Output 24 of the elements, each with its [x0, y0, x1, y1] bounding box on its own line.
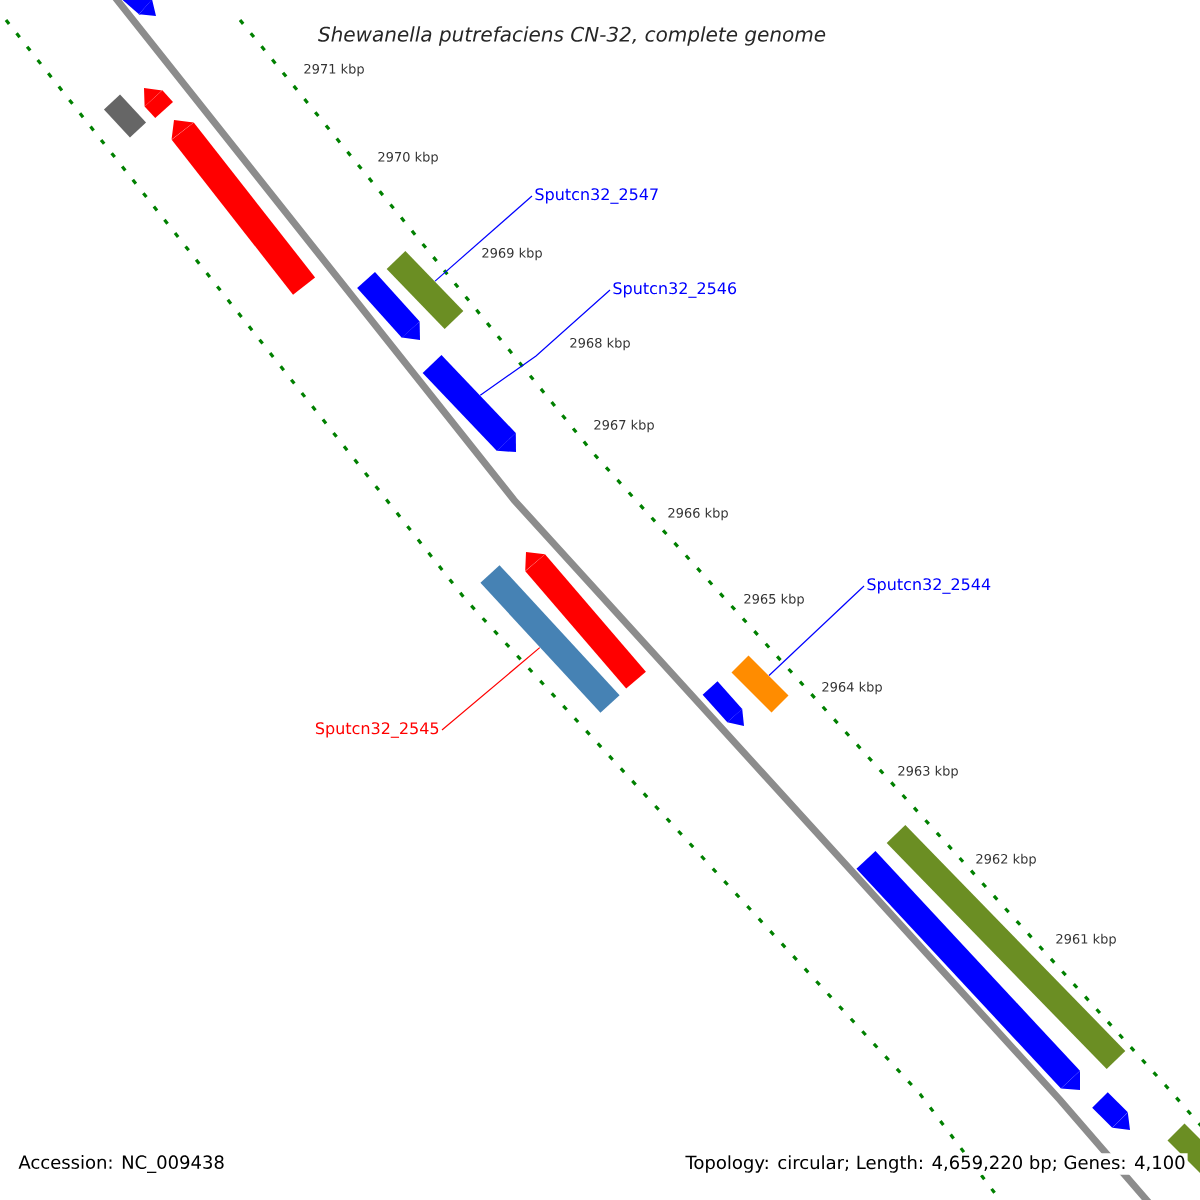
gene-block	[357, 271, 420, 340]
genome-info-text: Topology: circular; Length: 4,659,220 bp; Genes: 4,100	[683, 1153, 1188, 1175]
gene-block	[886, 824, 1126, 1070]
gene-block	[1092, 1092, 1130, 1130]
gene-block	[103, 94, 147, 138]
gene-block	[386, 251, 464, 330]
gene-block	[144, 88, 173, 119]
leader-line	[768, 585, 865, 677]
leader-line	[434, 195, 533, 282]
accession-text: Accession: NC_009438	[18, 1155, 224, 1173]
gene-label: Sputcn32_2545	[315, 722, 439, 738]
gene-label: Sputcn32_2547	[535, 188, 658, 204]
gene-block	[171, 120, 316, 295]
gene-block	[731, 655, 789, 713]
gene-label: Sputcn32_2546	[613, 282, 737, 298]
leader-line	[479, 289, 611, 396]
title: Shewanella putrefaciens CN-32, complete genome	[318, 26, 826, 46]
gene-block	[117, 0, 156, 16]
gene-label: Sputcn32_2544	[867, 578, 991, 594]
gene-block	[422, 355, 516, 452]
gene-block	[480, 565, 620, 713]
leader-line	[441, 647, 541, 731]
gene-block	[702, 681, 744, 726]
gene-block	[525, 552, 646, 689]
